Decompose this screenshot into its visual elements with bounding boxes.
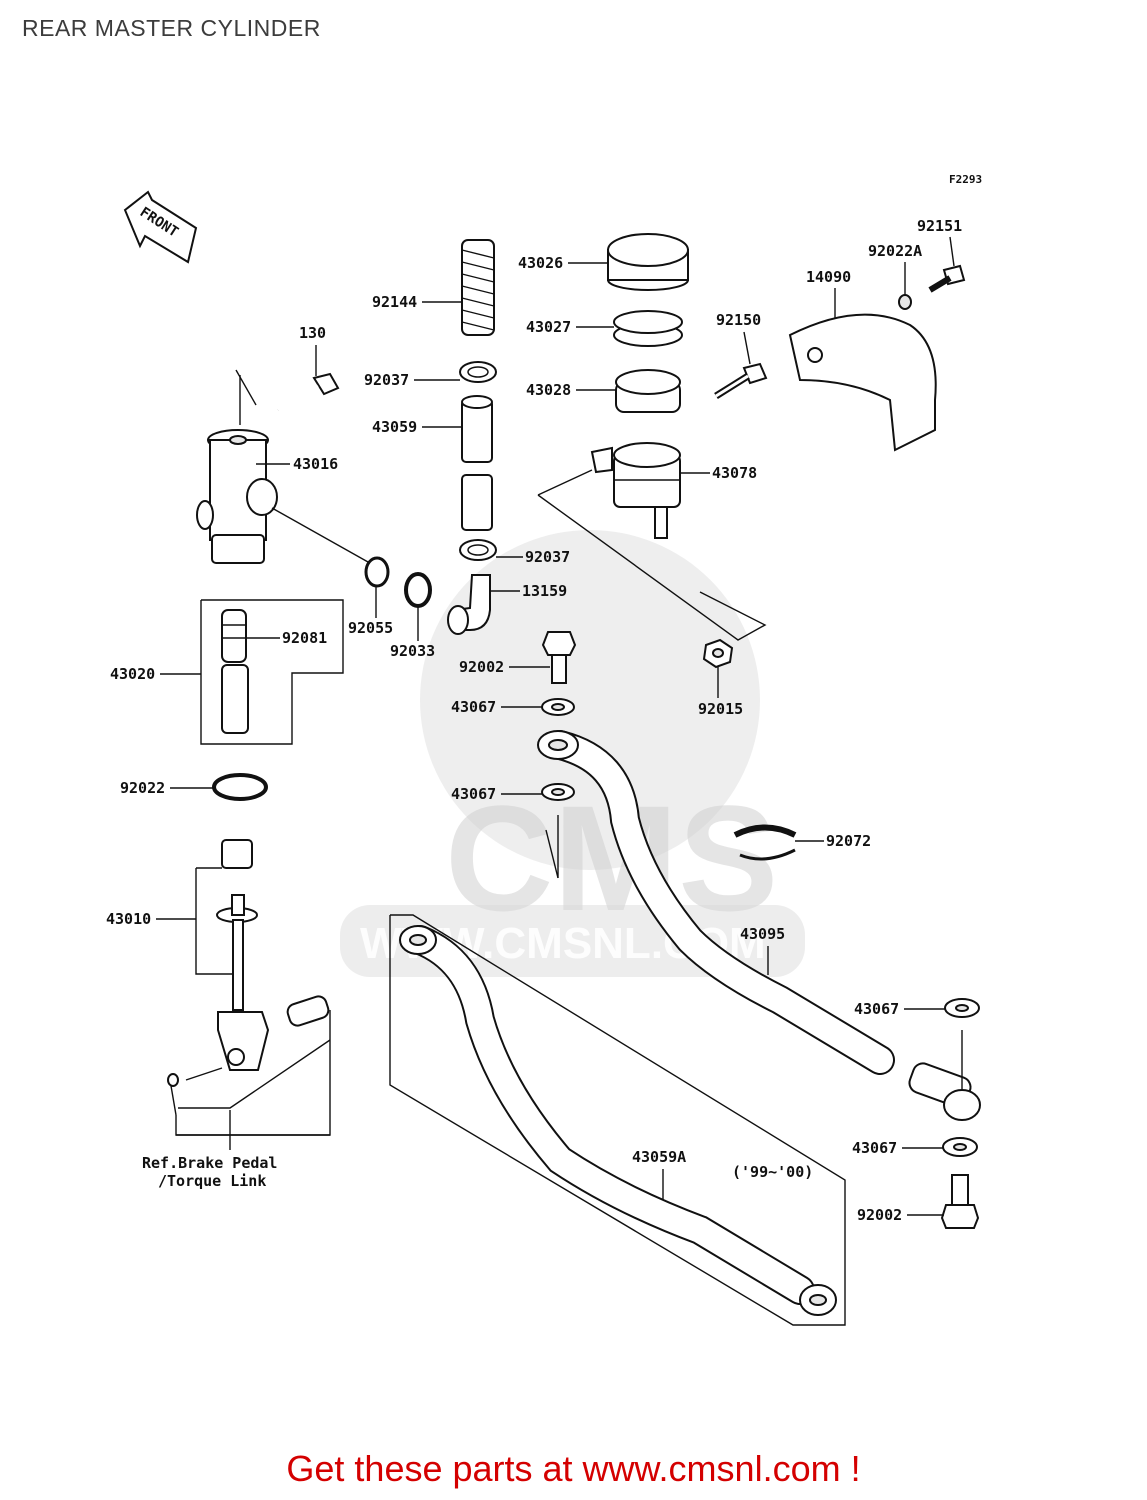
washer-43067-4-icon xyxy=(942,1137,978,1157)
callout-92072: 92072 xyxy=(826,832,871,850)
washer-43067-3-icon xyxy=(944,998,980,1018)
spring-92144-icon xyxy=(461,239,495,336)
callout-92151: 92151 xyxy=(917,217,962,235)
washer-43067-2-icon xyxy=(541,783,575,801)
hose-43095-icon xyxy=(537,730,981,1121)
banjo-bolt-92002-bottom-icon xyxy=(940,1174,980,1229)
callout-92033: 92033 xyxy=(390,642,435,660)
bolt-130-icon xyxy=(277,372,340,412)
callout-43067-2: 43067 xyxy=(451,785,496,803)
reference-line-1: Ref.Brake Pedal xyxy=(142,1154,277,1172)
hose-clamp-92072-icon xyxy=(733,824,797,861)
washer-92022a-icon xyxy=(898,294,912,310)
piston-assy-box xyxy=(200,599,344,745)
banjo-bolt-92002-top-icon xyxy=(541,631,577,684)
callout-92144: 92144 xyxy=(372,293,417,311)
page-title: REAR MASTER CYLINDER xyxy=(22,15,321,41)
bolt-92151-icon xyxy=(928,264,966,293)
o-ring-92055-icon xyxy=(364,556,390,588)
callout-43067-3: 43067 xyxy=(854,1000,899,1018)
callout-43067-1: 43067 xyxy=(451,698,496,716)
callout-92015: 92015 xyxy=(698,700,743,718)
callout-92081: 92081 xyxy=(282,629,327,647)
circlip-92022-icon xyxy=(212,773,268,801)
callout-43010: 43010 xyxy=(106,910,151,928)
footer-link[interactable]: Get these parts at www.cmsnl.com ! xyxy=(286,1448,861,1489)
callout-43026: 43026 xyxy=(518,254,563,272)
hose-43059-icon xyxy=(461,395,493,531)
callout-92037-top: 92037 xyxy=(364,371,409,389)
reservoir-cap-43026-icon xyxy=(607,233,689,291)
callout-92022a: 92022A xyxy=(868,242,922,260)
callout-92002-bottom: 92002 xyxy=(857,1206,902,1224)
callout-13159: 13159 xyxy=(522,582,567,600)
callout-130: 130 xyxy=(299,324,326,342)
reservoir-43078-icon xyxy=(590,442,681,539)
callout-43020: 43020 xyxy=(110,665,155,683)
master-cylinder-body-icon xyxy=(196,369,278,564)
callout-43059a: 43059A xyxy=(632,1148,686,1166)
callout-92002-top: 92002 xyxy=(459,658,504,676)
hose-43059a-box xyxy=(389,914,846,1326)
circlip-92033-icon xyxy=(404,572,432,608)
elbow-13159-icon xyxy=(447,574,491,635)
washer-43067-1-icon xyxy=(541,698,575,716)
clamp-92037-bottom-icon xyxy=(459,539,497,561)
callout-14090: 14090 xyxy=(806,268,851,286)
callout-92037-bottom: 92037 xyxy=(525,548,570,566)
clamp-92037-top-icon xyxy=(459,361,497,383)
callout-43027: 43027 xyxy=(526,318,571,336)
callout-43016: 43016 xyxy=(293,455,338,473)
callout-92055: 92055 xyxy=(348,619,393,637)
bolt-92150-icon xyxy=(714,362,768,399)
callout-43059: 43059 xyxy=(372,418,417,436)
callout-92150: 92150 xyxy=(716,311,761,329)
diaphragm-43028-icon xyxy=(615,369,681,413)
guide-lines xyxy=(175,469,963,1150)
callout-43095: 43095 xyxy=(740,925,785,943)
callout-43067-4: 43067 xyxy=(852,1139,897,1157)
diaphragm-plate-43027-icon xyxy=(613,310,683,347)
callout-92022: 92022 xyxy=(120,779,165,797)
callouts: 130 43016 92144 92037 43059 43026 43027 … xyxy=(106,217,962,1224)
callout-43078: 43078 xyxy=(712,464,757,482)
nut-92015-icon xyxy=(702,638,734,669)
figure-id: F2293 xyxy=(949,173,982,186)
reference-line-2: /Torque Link xyxy=(158,1172,266,1190)
front-arrow-icon: FRONT xyxy=(123,190,198,264)
year-note: ('99~'00) xyxy=(732,1163,813,1181)
cover-14090-icon xyxy=(788,313,937,452)
push-rod-43010-icon xyxy=(167,839,330,1116)
callout-43028: 43028 xyxy=(526,381,571,399)
